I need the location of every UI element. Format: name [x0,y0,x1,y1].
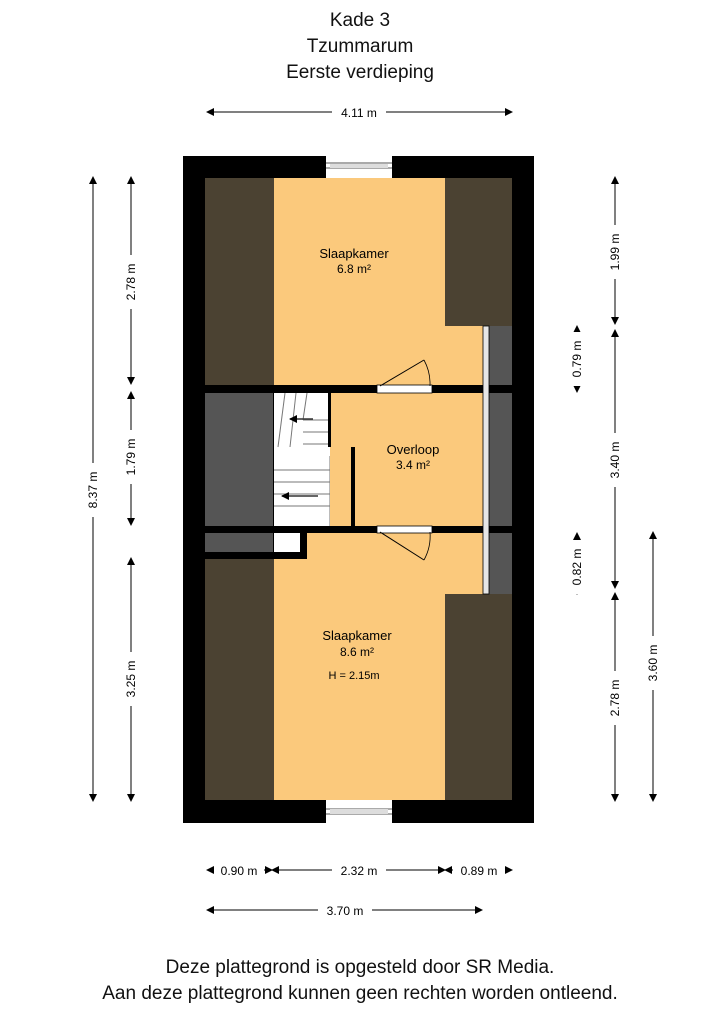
roof-slope-top-left [205,178,274,385]
title-town: Tzummarum [306,36,414,57]
roof-slope-bottom-right [445,594,512,800]
dim-left-total: 8.37 m [86,472,100,509]
dim-right-top: 1.99 m [608,234,622,271]
title-street: Kade 3 [329,10,391,31]
label-overloop: Overloop [387,442,440,457]
wall-right-inner-strip [482,325,490,595]
dim-left-mid: 1.79 m [124,439,138,476]
roof-slope-bottom-left [205,559,274,800]
dim-left-bottom: 3.25 m [124,661,138,698]
height-slaapkamer-bottom: H = 2.15m [328,670,379,682]
area-slaapkamer-top: 6.8 m² [337,262,371,276]
wall-horizontal-top [205,385,512,393]
area-overloop: 3.4 m² [396,458,430,472]
area-slaapkamer-bottom: 8.6 m² [340,645,374,659]
stair-wall-lower [351,447,355,526]
label-slaapkamer-bottom: Slaapkamer [322,628,392,643]
void-left-small [205,533,273,552]
dim-bottom-total: 3.70 m [327,904,364,918]
door-bottom-bedroom [376,525,433,561]
void-left-mid [205,393,273,526]
door-top-bedroom [376,359,433,394]
dim-far-right: 3.60 m [646,645,660,682]
dim-bottom-left: 0.90 m [221,864,258,878]
wall-horizontal-bottom [205,526,512,533]
footer-line-1: Deze plattegrond is opgesteld door SR Me… [165,957,555,978]
dim-bottom-mid: 2.32 m [341,864,378,878]
title-floor: Eerste verdieping [286,62,434,83]
dim-right-mid: 3.40 m [608,442,622,479]
dim-right-small-top: 0.79 m [570,341,584,378]
stair-wall-upper [328,393,331,447]
dim-right-bottom: 2.78 m [608,680,622,717]
window-bottom [326,800,392,823]
roof-slope-top-right [445,178,512,326]
footer-line-2: Aan deze plattegrond kunnen geen rechten… [102,983,618,1004]
dim-left-top: 2.78 m [124,264,138,301]
window-top [326,156,392,178]
dim-right-small-bottom: 0.82 m [570,549,584,586]
stair-niche [274,533,300,552]
dim-top-width: 4.11 m [341,106,377,120]
room-overloop [330,393,483,526]
room-slaapkamer-bottom-alcove [307,533,483,559]
label-slaapkamer-top: Slaapkamer [319,246,389,261]
dim-bottom-right: 0.89 m [461,864,498,878]
